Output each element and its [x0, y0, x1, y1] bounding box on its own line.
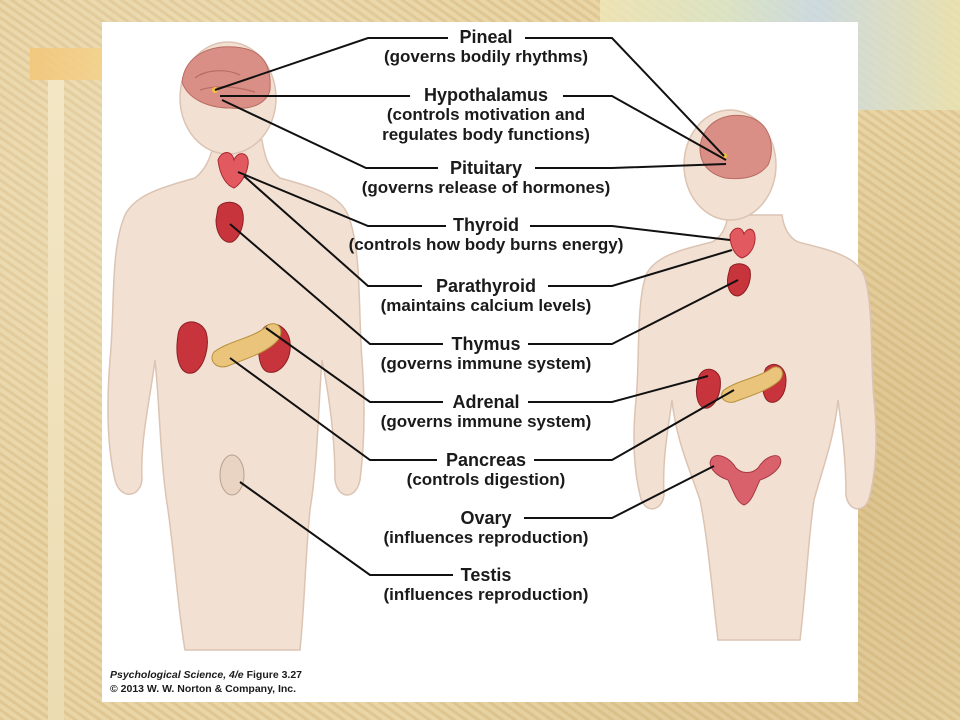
- label-name: Thyroid: [453, 215, 519, 235]
- label-pineal: Pineal (governs bodily rhythms): [306, 27, 666, 67]
- male-pancreas: [211, 323, 282, 368]
- leader-pancreas-right: [534, 389, 735, 461]
- male-thyroid: [217, 152, 249, 189]
- male-thymus: [215, 201, 244, 243]
- female-thymus: [727, 263, 751, 297]
- leader-lines: [214, 37, 739, 576]
- label-hypothalamus: Hypothalamus (controls motivation and re…: [306, 85, 666, 145]
- label-pancreas: Pancreas (controls digestion): [306, 450, 666, 490]
- label-desc: (controls motivation and: [386, 105, 586, 124]
- female-ovary-uterus: [709, 455, 782, 506]
- figure-credit: Psychological Science, 4/e Figure 3.27 ©…: [110, 668, 302, 696]
- credit-copyright: © 2013 W. W. Norton & Company, Inc.: [110, 683, 297, 695]
- label-testis: Testis (influences reproduction): [306, 565, 666, 605]
- leader-thyroid-right: [530, 225, 731, 241]
- female-kidney-left: [695, 368, 721, 409]
- label-name: Parathyroid: [435, 276, 537, 296]
- label-desc: (governs immune system): [380, 354, 592, 373]
- leader-ovary: [524, 465, 715, 519]
- leader-pineal-left: [214, 37, 448, 91]
- leader-pituitary-left: [221, 99, 438, 169]
- label-desc: (governs bodily rhythms): [383, 47, 589, 66]
- male-testis: [219, 454, 245, 496]
- female-body: [633, 214, 877, 641]
- leader-pituitary-right: [535, 163, 727, 169]
- label-desc: regulates body functions): [382, 125, 590, 144]
- label-name: Pancreas: [445, 450, 527, 470]
- label-parathyroid: Parathyroid (maintains calcium levels): [306, 276, 666, 316]
- label-name: Testis: [460, 565, 512, 585]
- leader-thymus-left: [229, 223, 443, 345]
- credit-figure: Figure 3.27: [246, 669, 303, 681]
- label-thyroid: Thyroid (controls how body burns energy): [306, 215, 666, 255]
- label-desc: (controls digestion): [406, 470, 566, 489]
- female-pancreas: [721, 366, 783, 403]
- leader-thyroid-left: [237, 171, 446, 227]
- label-desc: (governs immune system): [380, 412, 592, 431]
- female-figure: [633, 109, 877, 641]
- female-brain: [699, 114, 772, 180]
- male-figure: [107, 41, 365, 651]
- credit-book: Psychological Science, 4/e: [110, 669, 244, 681]
- label-desc: (influences reproduction): [383, 585, 589, 604]
- label-desc: (influences reproduction): [383, 528, 589, 547]
- female-thyroid: [729, 227, 756, 259]
- label-name: Adrenal: [452, 392, 520, 412]
- label-name: Ovary: [460, 508, 512, 528]
- credit-line-1: Psychological Science, 4/e Figure 3.27: [110, 668, 302, 682]
- leader-parathyroid-right: [548, 249, 733, 287]
- male-kidney-left: [176, 321, 208, 374]
- leader-thymus-right: [528, 279, 739, 345]
- label-desc: (governs release of hormones): [361, 178, 611, 197]
- label-ovary: Ovary (influences reproduction): [306, 508, 666, 548]
- decorative-side-bar: [48, 80, 64, 720]
- label-name: Hypothalamus: [423, 85, 549, 105]
- label-desc: (maintains calcium levels): [380, 296, 592, 315]
- leader-parathyroid-left: [243, 175, 422, 287]
- male-body: [107, 139, 365, 651]
- label-desc: (controls how body burns energy): [348, 235, 624, 254]
- label-name: Pineal: [459, 27, 513, 47]
- label-name: Thymus: [451, 334, 521, 354]
- label-thymus: Thymus (governs immune system): [306, 334, 666, 374]
- leader-pancreas-left: [229, 357, 437, 461]
- male-brain: [181, 46, 271, 109]
- label-adrenal: Adrenal (governs immune system): [306, 392, 666, 432]
- label-name: Pituitary: [449, 158, 523, 178]
- leader-hypothalamus-right: [563, 95, 727, 161]
- label-pituitary: Pituitary (governs release of hormones): [306, 158, 666, 198]
- leader-pineal-right: [525, 37, 725, 157]
- leader-testis: [239, 481, 453, 576]
- leader-adrenal-right: [528, 375, 709, 403]
- leader-adrenal-left: [265, 327, 443, 403]
